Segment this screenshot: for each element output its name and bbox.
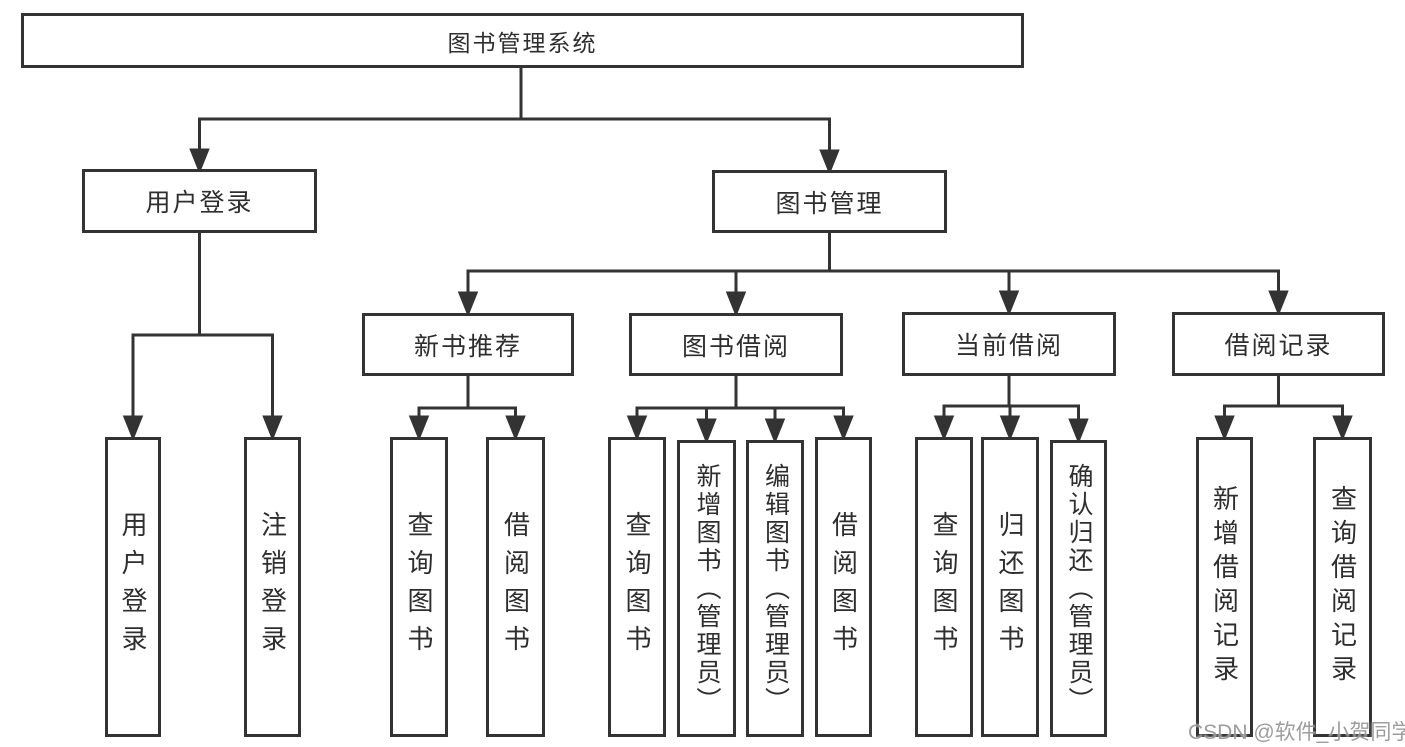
leaf-borrow-books: 借阅图书 [815,437,872,737]
arrowhead-icon [1068,418,1089,445]
node-label: 当前借阅 [954,332,1063,360]
node-new-book-recommendation: 新书推荐 [362,313,574,376]
node-label: 新书推荐 [413,332,522,361]
node-label: 借阅图书 [828,511,859,663]
node-label: 借阅记录 [1224,332,1333,360]
arrowhead-icon [1332,415,1353,442]
arrowhead-icon [626,415,648,442]
arrowhead-icon [505,415,526,442]
node-label: 新增图书（管理员） [693,462,721,715]
leaf-add-books-admin: 新增图书（管理员） [677,440,736,737]
leaf-query-books-recommend: 查询图书 [390,437,448,737]
arrowhead-icon [998,290,1020,317]
connector-user-login-to-leaves [122,233,283,442]
node-label: 归还图书 [995,511,1025,663]
node-label: 查询借阅记录 [1327,485,1358,689]
arrowhead-icon [1268,290,1289,317]
watermark-text: CSDN @软件_小贺同学 [1188,721,1405,744]
arrowhead-icon [933,415,955,442]
leaf-edit-books-admin: 编辑图书（管理员） [746,440,804,737]
node-label: 注销登录 [257,511,288,663]
arrowhead-icon [833,415,854,442]
leaf-borrow-books-recommend: 借阅图书 [486,437,545,737]
connector-book-management-to-level3 [457,233,1289,318]
node-borrowing-records: 借阅记录 [1172,312,1385,376]
connector-borrowing-records-to-leaves [1214,376,1353,442]
arrowhead-icon [725,291,747,318]
node-label: 图书管理 [775,189,884,218]
leaf-return-books: 归还图书 [981,437,1039,737]
node-book-borrowing: 图书借阅 [629,313,843,376]
node-current-borrowing: 当前借阅 [902,312,1116,376]
node-label: 编辑图书（管理员） [761,462,790,715]
leaf-logout: 注销登录 [244,437,301,737]
connector-new-book-recommendation-to-leaves [408,376,526,442]
connector-current-borrowing-to-leaves [933,376,1089,445]
node-label: 查询图书 [404,511,434,663]
node-label: 用户登录 [145,189,254,217]
arrowhead-icon [764,418,786,445]
node-label: 用户登录 [118,511,148,663]
node-label: 新增借阅记录 [1209,485,1240,689]
arrowhead-icon [696,418,717,445]
node-label: 确认归还（管理员） [1065,462,1093,715]
node-user-login: 用户登录 [82,169,317,233]
arrowhead-icon [408,415,430,442]
leaf-query-books-current: 查询图书 [915,437,973,737]
node-book-management: 图书管理 [712,170,947,233]
arrowhead-icon [819,149,840,176]
node-label: 图书借阅 [681,332,790,361]
arrowhead-icon [262,415,283,442]
leaf-confirm-return-admin: 确认归还（管理员） [1050,440,1107,737]
arrowhead-icon [189,148,210,175]
node-label: 图书管理系统 [447,29,598,56]
arrowhead-icon [1214,415,1235,442]
node-label: 查询图书 [622,511,652,663]
leaf-query-books-borrowing: 查询图书 [608,437,666,737]
arrowhead-icon [122,415,144,442]
connector-root-to-level2 [189,68,840,176]
leaf-add-borrowing-record: 新增借阅记录 [1196,437,1253,737]
node-label: 查询图书 [929,511,959,663]
node-label: 借阅图书 [500,511,531,663]
leaf-query-borrowing-record: 查询借阅记录 [1313,437,1372,737]
node-library-management-system: 图书管理系统 [21,13,1024,68]
connector-book-borrowing-to-leaves [626,376,854,445]
leaf-user-login: 用户登录 [105,437,161,737]
arrowhead-icon [999,415,1021,442]
arrowhead-icon [457,291,479,318]
